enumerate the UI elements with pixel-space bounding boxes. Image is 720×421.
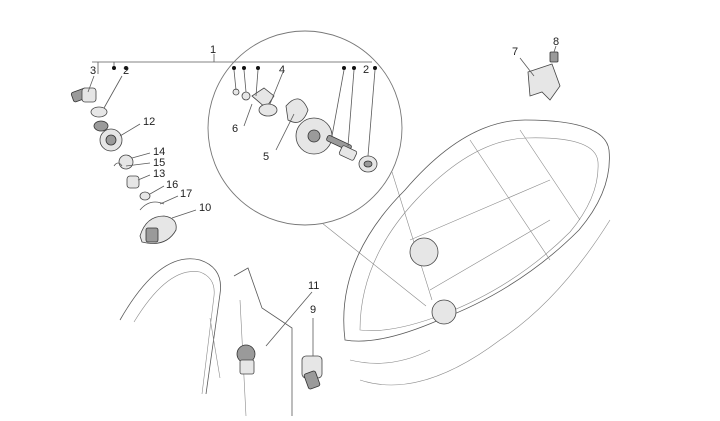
callout-15: 15 [153, 157, 165, 169]
light-part-9 [301, 318, 323, 390]
wire-part-17 [139, 195, 179, 211]
callout-4: 4 [279, 64, 285, 76]
storage-compartment [343, 119, 611, 386]
pin-part-16 [139, 185, 165, 201]
lower-frame [119, 258, 293, 417]
callout-17: 17 [180, 188, 192, 200]
callout-12: 12 [143, 116, 155, 128]
callout-6: 6 [232, 123, 238, 135]
detail-magnifier [207, 30, 433, 307]
callout-9: 9 [310, 304, 316, 316]
nut-part-8 [549, 45, 559, 63]
callout-1: 1 [210, 44, 216, 56]
callout-3: 3 [90, 65, 96, 77]
callout-13: 13 [153, 168, 165, 180]
bracket-part-7 [519, 57, 561, 101]
callout-16: 16 [166, 179, 178, 191]
detail-leader-lines [233, 69, 376, 157]
callout-2: 2 [123, 65, 129, 77]
spring-part-13 [126, 174, 151, 189]
callout-7: 7 [512, 46, 518, 58]
ring-part-14 [118, 152, 151, 170]
callout-14: 14 [153, 146, 165, 158]
callout-10: 10 [199, 202, 211, 214]
key-part-3 [70, 75, 97, 103]
switch-part-11 [265, 291, 313, 347]
detail-parts [232, 87, 378, 173]
callout-8: 8 [553, 36, 559, 48]
callout-2b: 2 [363, 64, 369, 76]
reference-dots [112, 66, 377, 70]
callout-5: 5 [263, 151, 269, 163]
callout-11: 11 [308, 280, 319, 292]
clip-part-15 [113, 162, 151, 167]
lock-cylinder-part-12 [99, 123, 141, 152]
bushing-part-2 [90, 75, 123, 132]
latch-part-10 [139, 209, 197, 244]
